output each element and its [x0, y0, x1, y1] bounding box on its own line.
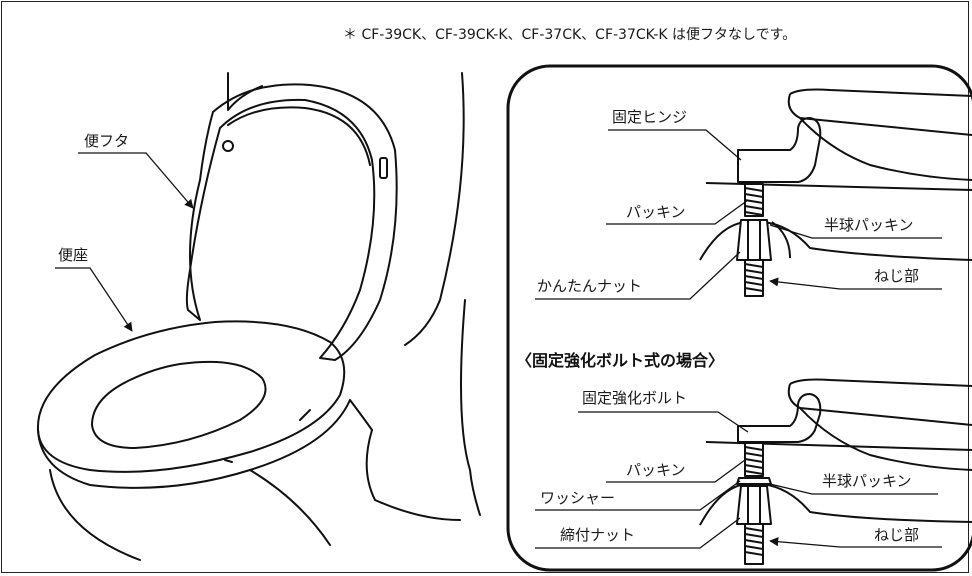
tightening-nut-label: 締付ナット: [560, 526, 636, 544]
packing-label: パッキン: [626, 203, 686, 221]
seat-label: 便座: [58, 246, 89, 264]
packing-label: パッキン: [626, 461, 686, 479]
fixed-hinge-label: 固定ヒンジ: [612, 108, 688, 126]
hinge-detail-standard: [699, 88, 972, 297]
bolt-type-heading: 〈固定強化ボルト式の場合〉: [516, 351, 725, 370]
model-note: ＊ CF-39CK、CF-39CK-K、CF-37CK、CF-37CK-K は便…: [343, 27, 797, 43]
thread-label: ねじ部: [874, 267, 920, 285]
detail-panel-border: [506, 64, 972, 572]
thread-label: ねじ部: [874, 526, 920, 544]
toilet-drawing: [36, 72, 481, 561]
reinforcing-bolt-label: 固定強化ボルト: [582, 389, 688, 407]
hinge-detail-bolt: [699, 378, 972, 565]
hemisphere-packing-label: 半球パッキン: [822, 472, 912, 490]
easy-nut-label: かんたんナット: [537, 277, 643, 295]
lid-label: 便フタ: [84, 132, 130, 150]
washer-label: ワッシャー: [540, 489, 616, 507]
hemisphere-packing-label: 半球パッキン: [824, 216, 914, 234]
